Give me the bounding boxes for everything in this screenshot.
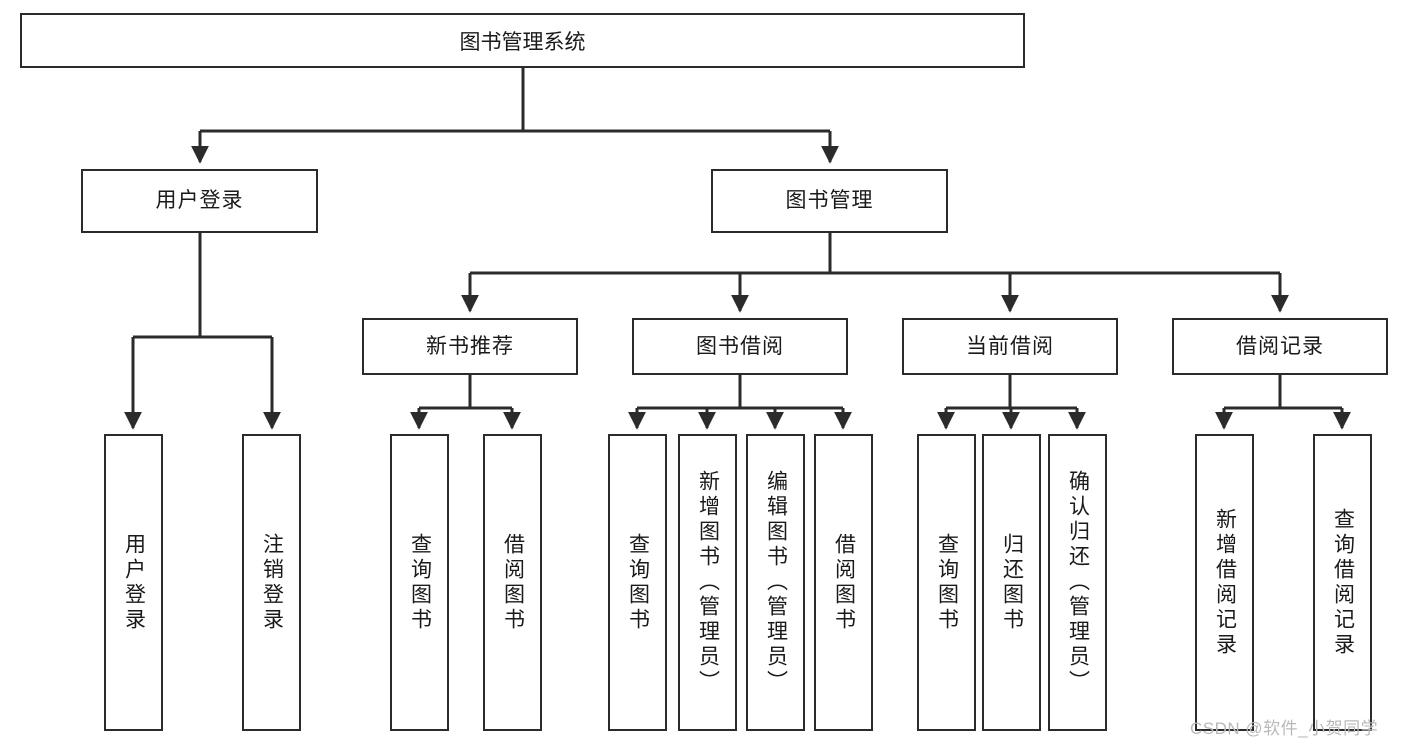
node-label: 图书借阅 [696, 334, 784, 358]
node-label: 用户登录 [122, 532, 146, 633]
node-label: 新书推荐 [426, 334, 514, 358]
node-label: 注销登录 [260, 532, 284, 633]
node-label: 借阅图书 [832, 532, 856, 633]
node-label: 当前借阅 [966, 334, 1054, 358]
csdn-watermark: CSDN @软件_小贺同学 [1190, 719, 1379, 738]
node-label: 确认归还（管理员） [1066, 470, 1090, 695]
node-label: 图书管理 [785, 189, 874, 213]
node-book-borrow[interactable]: 图书借阅 [632, 318, 848, 375]
leaf-query-book-recommend[interactable]: 查询图书 [390, 434, 449, 731]
node-label: 借阅图书 [501, 532, 525, 633]
node-user-login[interactable]: 用户登录 [81, 169, 318, 233]
node-label: 查询图书 [935, 532, 959, 633]
node-label: 新增借阅记录 [1213, 507, 1237, 658]
leaf-query-book-borrow[interactable]: 查询图书 [608, 434, 667, 731]
leaf-query-borrow-record[interactable]: 查询借阅记录 [1313, 434, 1372, 731]
node-label: 新增图书（管理员） [696, 470, 720, 695]
node-borrow-record[interactable]: 借阅记录 [1172, 318, 1388, 375]
node-label: 查询借阅记录 [1331, 507, 1355, 658]
node-label: 图书管理系统 [459, 30, 586, 54]
node-book-manage[interactable]: 图书管理 [711, 169, 948, 233]
node-current-borrow[interactable]: 当前借阅 [902, 318, 1118, 375]
leaf-user-login[interactable]: 用户登录 [104, 434, 163, 731]
node-root-book-management-system[interactable]: 图书管理系统 [20, 13, 1025, 68]
leaf-add-book[interactable]: 新增图书（管理员） [678, 434, 737, 731]
node-label: 查询图书 [408, 532, 432, 633]
leaf-borrow-book-recommend[interactable]: 借阅图书 [483, 434, 542, 731]
node-label: 归还图书 [1000, 532, 1024, 633]
node-new-book-recommend[interactable]: 新书推荐 [362, 318, 578, 375]
leaf-add-borrow-record[interactable]: 新增借阅记录 [1195, 434, 1254, 731]
leaf-edit-book[interactable]: 编辑图书（管理员） [746, 434, 805, 731]
leaf-confirm-return[interactable]: 确认归还（管理员） [1048, 434, 1107, 731]
leaf-borrow-book[interactable]: 借阅图书 [814, 434, 873, 731]
leaf-user-logout[interactable]: 注销登录 [242, 434, 301, 731]
node-label: 用户登录 [155, 189, 244, 213]
node-label: 编辑图书（管理员） [764, 470, 788, 695]
leaf-return-book[interactable]: 归还图书 [982, 434, 1041, 731]
node-label: 查询图书 [626, 532, 650, 633]
leaf-query-book-current[interactable]: 查询图书 [917, 434, 976, 731]
node-label: 借阅记录 [1236, 334, 1324, 358]
